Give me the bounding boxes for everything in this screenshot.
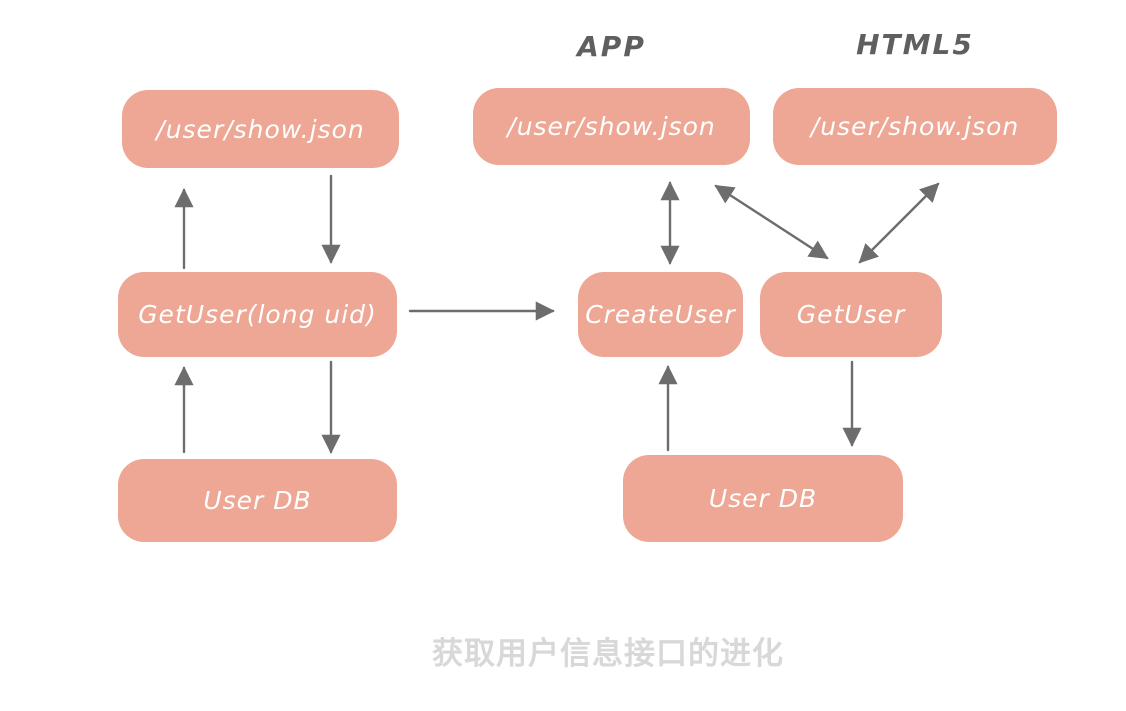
node-app-user-show-json: /user/show.json bbox=[473, 88, 750, 165]
arrow-html5-endpoint-getuser-both bbox=[858, 182, 940, 264]
html5-section-label: HTML5 bbox=[856, 28, 974, 61]
node-getuser: GetUser bbox=[760, 272, 942, 357]
node-v1-user-show-json: /user/show.json bbox=[122, 90, 399, 168]
app-section-label: APP bbox=[577, 30, 646, 63]
node-getuser-long-uid: GetUser(long uid) bbox=[118, 272, 397, 357]
node-v1-user-db: User DB bbox=[118, 459, 397, 542]
node-createuser: CreateUser bbox=[578, 272, 743, 357]
node-html5-user-show-json: /user/show.json bbox=[773, 88, 1057, 165]
arrow-app-endpoint-getuser-both bbox=[714, 184, 829, 260]
node-v2-user-db: User DB bbox=[623, 455, 903, 542]
diagram-caption: 获取用户信息接口的进化 bbox=[432, 636, 784, 672]
